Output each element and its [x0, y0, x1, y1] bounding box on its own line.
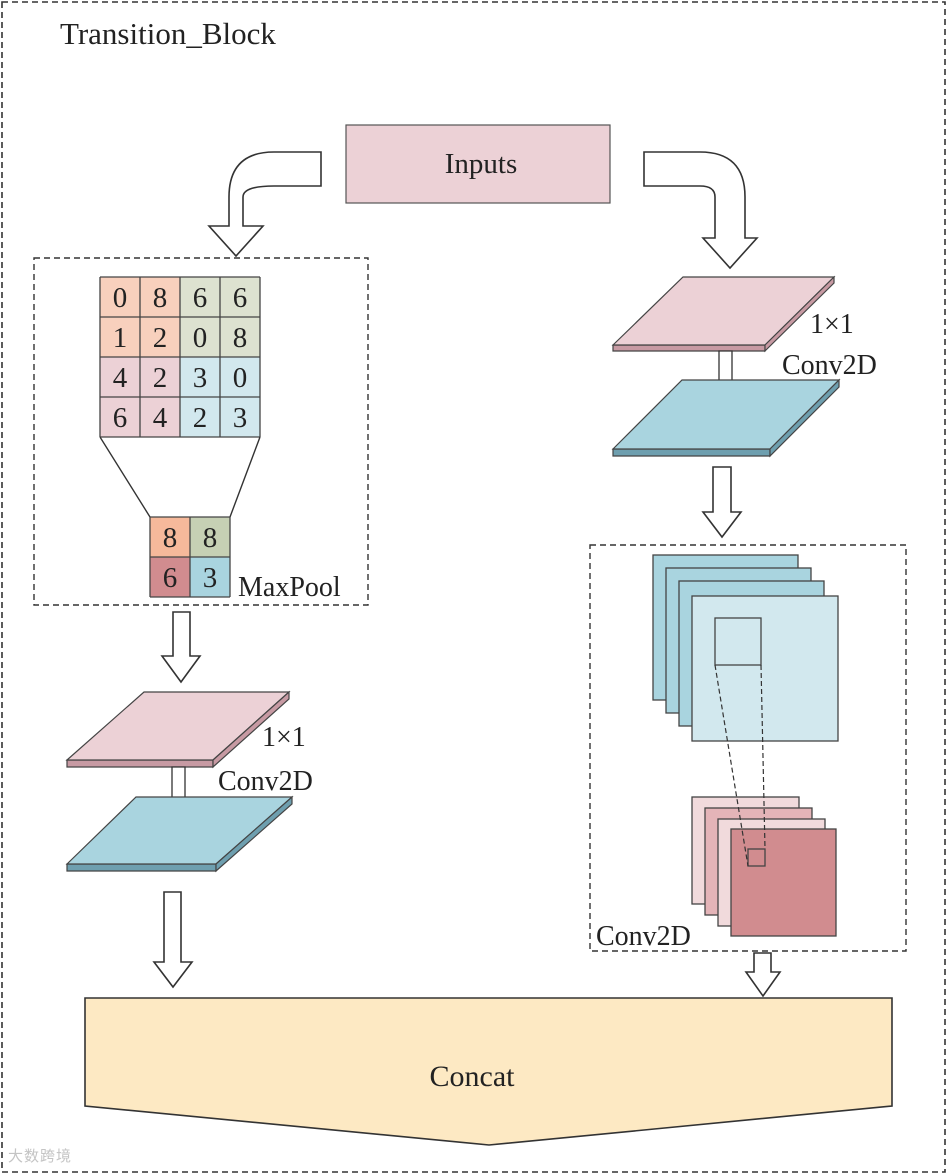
grid-cell: 1 [113, 322, 128, 354]
grid-cell: 3 [193, 362, 208, 394]
inputs-label: Inputs [445, 148, 518, 180]
inputs-box [345, 124, 611, 204]
pooled-cell: 6 [163, 562, 178, 594]
left-conv-pink-layer [65, 690, 291, 769]
grid-cell: 3 [233, 402, 248, 434]
grid-cell: 0 [193, 322, 208, 354]
funnel-right [229, 436, 261, 518]
left-conv-blue-layer [65, 795, 294, 873]
left-conv-kernel: 1×1 [262, 722, 306, 753]
pooled-cell: 8 [163, 522, 178, 554]
maxpool-input-grid: 0 8 6 6 1 2 0 8 4 2 3 0 6 4 2 3 [99, 276, 261, 438]
arrow-maxpool-to-conv [160, 611, 202, 684]
grid-cell: 6 [233, 282, 248, 314]
grid-cell: 2 [153, 322, 168, 354]
grid-cell: 0 [233, 362, 248, 394]
pooled-cell: 3 [203, 562, 218, 594]
conv-block-frame [589, 544, 907, 952]
right-conv-kernel: 1×1 [810, 309, 854, 340]
projection-line-right [760, 664, 766, 850]
maxpool-output-grid: 8 8 6 3 [149, 516, 231, 598]
arrow-left-to-concat [152, 891, 194, 989]
right-conv-pink-layer [611, 275, 836, 353]
grid-cell: 8 [153, 282, 168, 314]
grid-cell: 4 [153, 402, 168, 434]
grid-cell: 2 [193, 402, 208, 434]
arrow-to-conv-block [701, 466, 743, 539]
watermark: 大数跨境 [8, 1147, 73, 1165]
maxpool-label: MaxPool [238, 572, 341, 603]
grid-cell: 6 [193, 282, 208, 314]
concat-label: Concat [430, 1060, 516, 1093]
title: Transition_Block [60, 16, 276, 51]
right-conv-label: Conv2D [782, 350, 877, 381]
arrow-inputs-to-maxpool [207, 151, 322, 258]
feature-map-stack [652, 554, 839, 742]
left-conv-label: Conv2D [218, 766, 313, 797]
conv-block-label: Conv2D [596, 921, 691, 952]
grid-cell: 2 [153, 362, 168, 394]
arrow-inputs-to-conv [643, 151, 759, 270]
arrow-right-to-concat [744, 952, 782, 998]
pooled-cell: 8 [203, 522, 218, 554]
grid-cell: 6 [113, 402, 128, 434]
funnel-left [99, 436, 151, 518]
concat-box [84, 997, 893, 1146]
grid-cell: 0 [113, 282, 128, 314]
projection-line-left [714, 664, 749, 867]
output-map-stack [691, 796, 837, 937]
grid-cell: 4 [113, 362, 128, 394]
grid-cell: 8 [233, 322, 248, 354]
right-conv-blue-layer [611, 378, 841, 458]
